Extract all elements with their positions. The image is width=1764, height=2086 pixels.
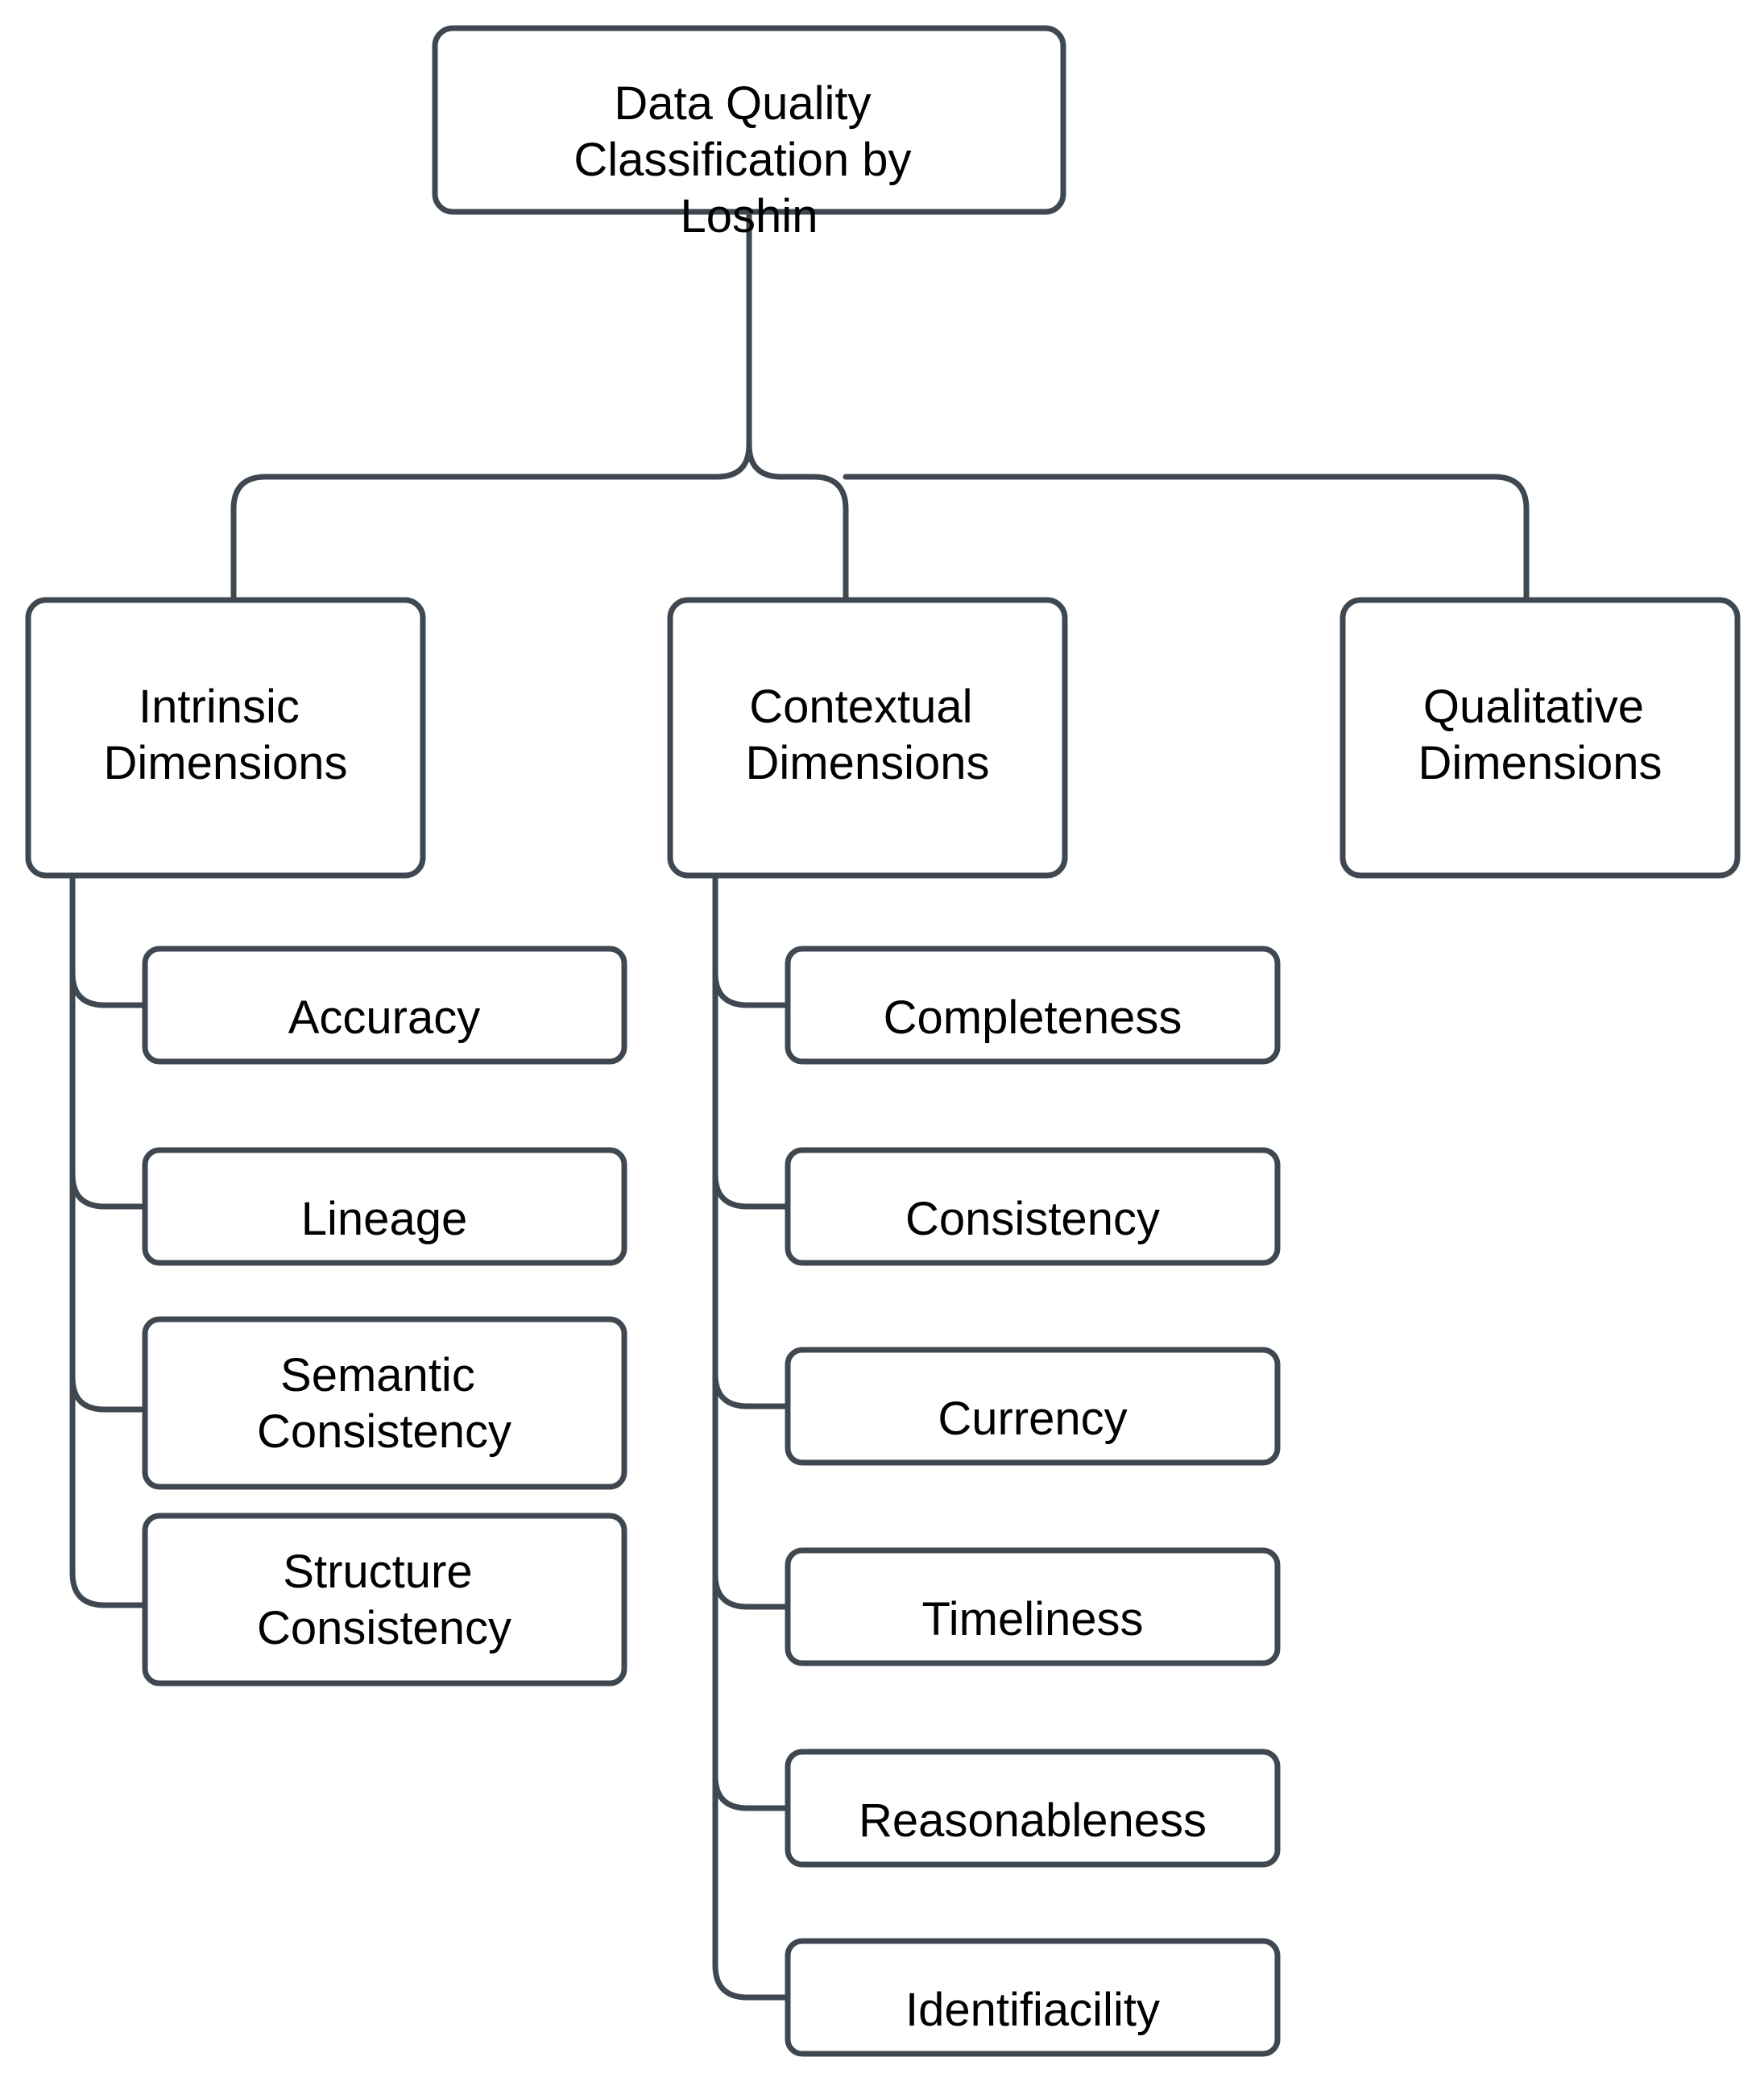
node-reasonableness-box[interactable]	[785, 1749, 1281, 1868]
node-structure-consistency[interactable]: Structure Consistency	[142, 1513, 627, 1687]
node-semantic-consistency[interactable]: Semantic Consistency	[142, 1316, 627, 1490]
node-intrinsic-label: Intrinsic Dimensions	[104, 681, 348, 789]
edge-contextual-spine	[712, 872, 791, 2001]
node-qualitative-label: Qualitative Dimensions	[1418, 681, 1663, 789]
node-identifiacility-box[interactable]	[785, 1938, 1281, 2057]
node-completeness-label: Completeness	[884, 991, 1182, 1044]
node-consistency-label: Consistency	[905, 1193, 1160, 1245]
node-contextual[interactable]: Contextual Dimensions	[667, 597, 1068, 879]
node-reasonableness[interactable]: Reasonableness	[785, 1749, 1281, 1868]
node-identifiacility[interactable]: Identifiacility	[785, 1938, 1281, 2057]
edge-root-to-contextual	[746, 208, 849, 603]
edge-intrinsic-to-semantic-consistency	[69, 1374, 148, 1413]
node-qualitative[interactable]: Qualitative Dimensions	[1340, 597, 1741, 879]
node-consistency[interactable]: Consistency	[785, 1147, 1281, 1266]
node-root-box[interactable]	[432, 25, 1066, 215]
node-contextual-box[interactable]	[667, 597, 1068, 879]
node-root[interactable]: Data Quality Classification by Loshin	[432, 25, 1066, 242]
node-identifiacility-label: Identifiacility	[905, 1984, 1160, 2036]
node-semantic-consistency-box[interactable]	[142, 1316, 627, 1490]
node-consistency-box[interactable]	[785, 1147, 1281, 1266]
edge-root-to-intrinsic	[230, 474, 720, 603]
node-timeliness-label: Timeliness	[921, 1593, 1143, 1645]
node-accuracy-label: Accuracy	[288, 991, 481, 1044]
node-intrinsic[interactable]: Intrinsic Dimensions	[25, 597, 426, 879]
node-accuracy[interactable]: Accuracy	[142, 946, 627, 1065]
node-qualitative-box[interactable]	[1340, 597, 1741, 879]
node-reasonableness-label: Reasonableness	[859, 1794, 1207, 1847]
edge-contextual-to-reasonableness	[712, 1773, 791, 1811]
node-completeness[interactable]: Completeness	[785, 946, 1281, 1065]
edge-intrinsic-spine	[69, 872, 148, 1608]
edge-root-to-qualitative	[843, 474, 1530, 603]
edge-contextual-to-timeliness	[712, 1571, 791, 1610]
node-lineage-box[interactable]	[142, 1147, 627, 1266]
node-timeliness-box[interactable]	[785, 1547, 1281, 1666]
edge-root-stem	[714, 208, 752, 480]
node-completeness-box[interactable]	[785, 946, 1281, 1065]
node-lineage[interactable]: Lineage	[142, 1147, 627, 1266]
node-structure-consistency-box[interactable]	[142, 1513, 627, 1687]
node-accuracy-box[interactable]	[142, 946, 627, 1065]
node-timeliness[interactable]: Timeliness	[785, 1547, 1281, 1666]
edge-contextual-to-completeness	[712, 970, 791, 1008]
node-currency-box[interactable]	[785, 1347, 1281, 1466]
edge-contextual-to-consistency	[712, 1171, 791, 1210]
edge-intrinsic-to-lineage	[69, 1171, 148, 1210]
node-currency[interactable]: Currency	[785, 1347, 1281, 1466]
node-structure-consistency-label: Structure Consistency	[257, 1546, 511, 1654]
node-intrinsic-box[interactable]	[25, 597, 426, 879]
edge-contextual-to-currency	[712, 1371, 791, 1409]
edge-layer	[69, 208, 1530, 2001]
node-lineage-label: Lineage	[301, 1193, 467, 1245]
node-root-label: Data Quality Classification by Loshin	[574, 77, 924, 242]
edge-intrinsic-to-accuracy	[69, 970, 148, 1008]
node-currency-label: Currency	[938, 1393, 1127, 1445]
node-semantic-consistency-label: Semantic Consistency	[257, 1349, 511, 1458]
node-contextual-label: Contextual Dimensions	[746, 681, 990, 789]
